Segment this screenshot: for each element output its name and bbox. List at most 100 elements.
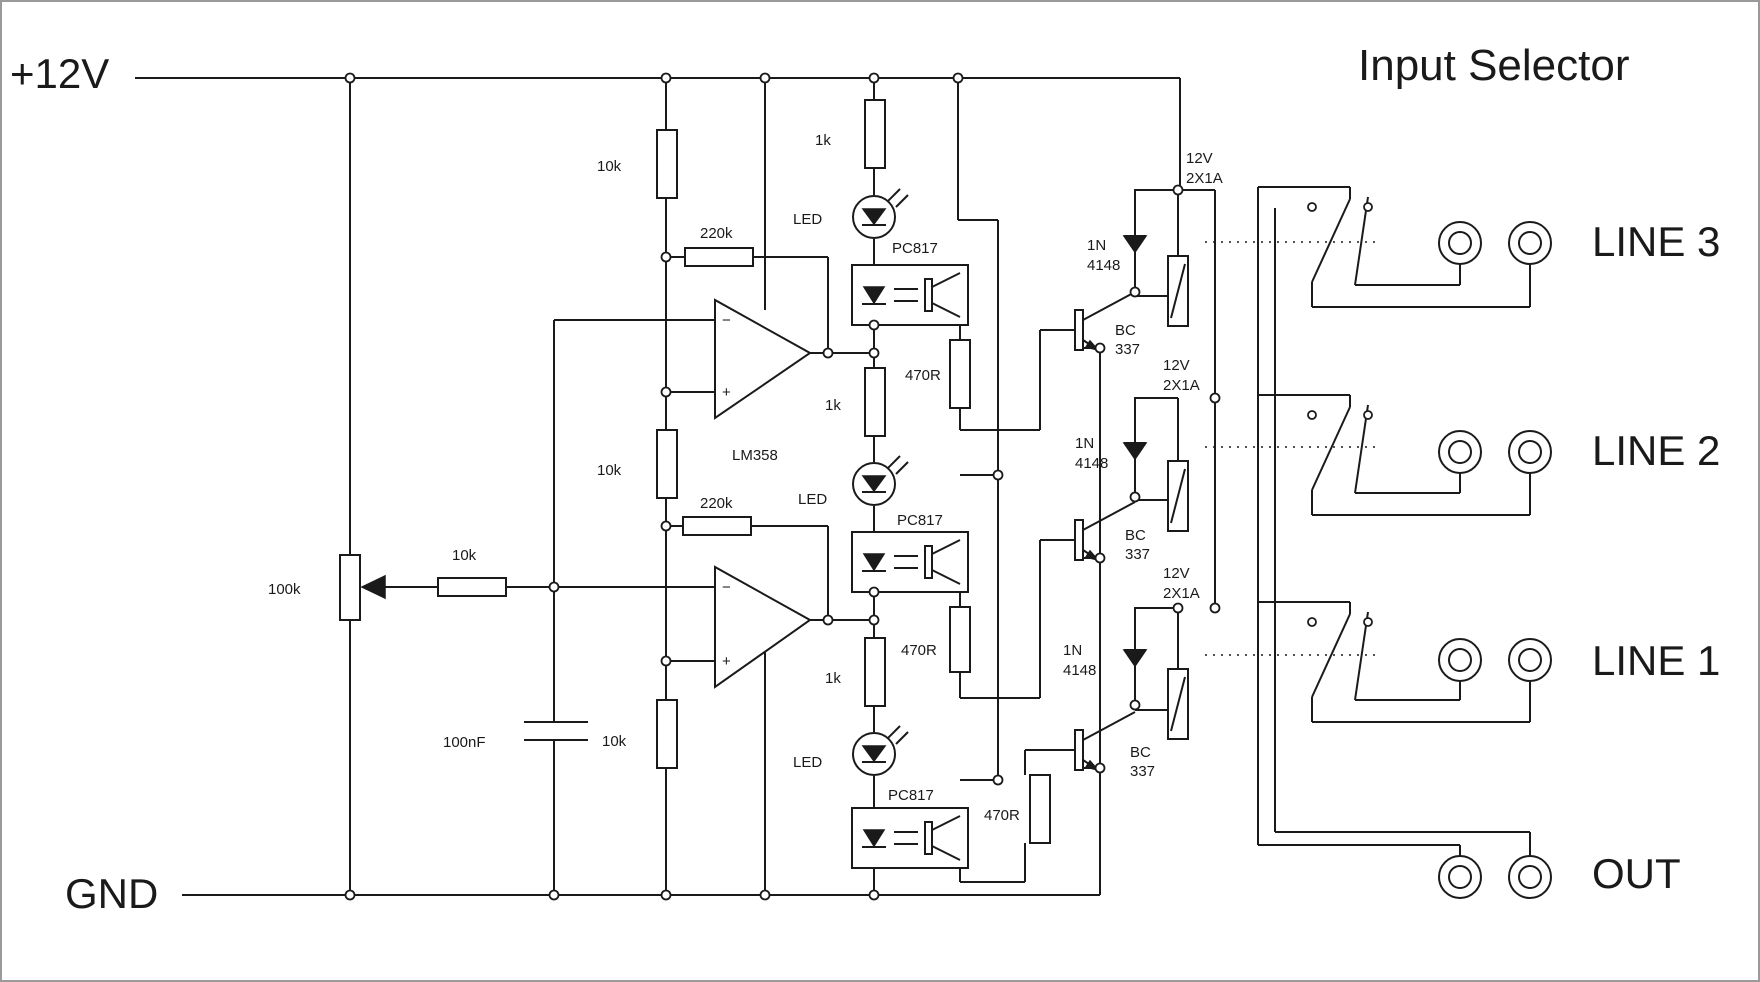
switch-blade-1	[1311, 406, 1351, 491]
relay-stage-1	[1122, 189, 1375, 327]
diode-1-label-b: 4148	[1087, 257, 1120, 274]
switch-contact	[1307, 410, 1317, 420]
junction-dot	[868, 319, 880, 331]
divider-resistor-middle	[656, 429, 678, 499]
transistor-3-label-b: 337	[1130, 763, 1155, 780]
junction-dot	[992, 774, 1004, 786]
led-triangle	[861, 208, 887, 226]
led-2	[852, 455, 909, 506]
series-resistor	[437, 577, 507, 597]
led-ray	[895, 461, 909, 475]
rca-jack-inner	[1518, 231, 1542, 255]
led-triangle	[861, 475, 887, 493]
led-resistor-2	[864, 367, 886, 437]
relay-3-label-b: 2X1A	[1163, 585, 1200, 602]
relay-frame-top	[1134, 607, 1178, 710]
rca-jack	[1438, 221, 1482, 265]
line1-label: LINE 1	[1592, 637, 1720, 684]
transistor-1	[1074, 291, 1136, 352]
rca-jack-inner	[1448, 231, 1472, 255]
led-ray	[887, 188, 901, 202]
pot-label: 100k	[268, 581, 301, 598]
junction-dot	[1094, 762, 1106, 774]
opto-led	[862, 286, 886, 305]
divider-resistor-bottom	[656, 699, 678, 769]
opamp1-plus: +	[722, 384, 731, 401]
rca-jack	[1508, 430, 1552, 474]
opamp2-minus: −	[722, 579, 731, 596]
diode-3-label-a: 1N	[1063, 642, 1082, 659]
divider-top-label: 10k	[597, 158, 622, 175]
jack-group	[1438, 221, 1552, 899]
diode-3-label-b: 4148	[1063, 662, 1096, 679]
junction-dot	[868, 72, 880, 84]
transistor-base	[1074, 309, 1084, 351]
optocoupler-2	[851, 531, 969, 593]
switch-1	[1307, 187, 1531, 308]
junction-dot	[1129, 699, 1141, 711]
led-resistor-1	[864, 99, 886, 169]
potentiometer	[339, 554, 361, 621]
base-resistor-3	[1029, 774, 1051, 844]
switch-contact	[1363, 410, 1373, 420]
led-1	[852, 188, 909, 239]
opto-led	[862, 553, 886, 572]
switch-blade-1	[1311, 198, 1351, 283]
opamp-2	[714, 565, 812, 689]
junction-dot	[868, 614, 880, 626]
junction-dot	[344, 72, 356, 84]
transistor-2-label-b: 337	[1125, 546, 1150, 563]
junction-dot	[868, 586, 880, 598]
switch-contact	[1307, 202, 1317, 212]
junction-dot	[660, 889, 672, 901]
base-resistor-2-label: 470R	[901, 642, 937, 659]
led-ray	[895, 731, 909, 745]
feedback2-label: 220k	[700, 495, 733, 512]
relay-frame-top	[1134, 397, 1178, 500]
led-ray	[887, 455, 901, 469]
switch-contact	[1363, 202, 1373, 212]
led-3-label: LED	[793, 754, 822, 771]
divider-resistor-top	[656, 129, 678, 199]
junction-dot	[1172, 184, 1184, 196]
rca-jack	[1438, 638, 1482, 682]
base-resistor-1-label: 470R	[905, 367, 941, 384]
led-resistor-3	[864, 637, 886, 707]
opto-collector	[931, 815, 961, 831]
switch-group	[1307, 187, 1531, 723]
junction-dot	[1209, 602, 1221, 614]
junction-dot	[1094, 342, 1106, 354]
base-resistor-3-label: 470R	[984, 807, 1020, 824]
led-group	[852, 188, 909, 776]
opto-collector	[931, 272, 961, 288]
relay-coil-slash	[1170, 263, 1186, 319]
opto-collector	[931, 539, 961, 555]
rca-jack	[1508, 221, 1552, 265]
transistor-base	[1074, 519, 1084, 561]
relay-coil-slash	[1170, 468, 1186, 524]
transistor-1-label-a: BC	[1115, 322, 1136, 339]
led-resistor-1-label: 1k	[815, 132, 831, 149]
junction-dot	[992, 469, 1004, 481]
optocoupler-1	[851, 264, 969, 326]
diode-1-label-a: 1N	[1087, 237, 1106, 254]
led-ray	[887, 725, 901, 739]
junction-dot	[822, 614, 834, 626]
relay-1-label-b: 2X1A	[1186, 170, 1223, 187]
rca-jack	[1438, 430, 1482, 474]
rca-jack-inner	[1518, 648, 1542, 672]
diagram-title: Input Selector	[1358, 41, 1630, 90]
transistor-collector	[1082, 711, 1136, 741]
led-1-label: LED	[793, 211, 822, 228]
junction-dot	[759, 72, 771, 84]
junction-dot	[759, 889, 771, 901]
led-resistor-2-label: 1k	[825, 397, 841, 414]
optocoupler-3	[851, 807, 969, 869]
relay-3-label-a: 12V	[1163, 565, 1190, 582]
led-ray	[895, 194, 909, 208]
switch-3	[1307, 602, 1531, 723]
transistor-2-label-a: BC	[1125, 527, 1146, 544]
transistor-group	[1074, 291, 1136, 772]
transistor-1-label-b: 337	[1115, 341, 1140, 358]
